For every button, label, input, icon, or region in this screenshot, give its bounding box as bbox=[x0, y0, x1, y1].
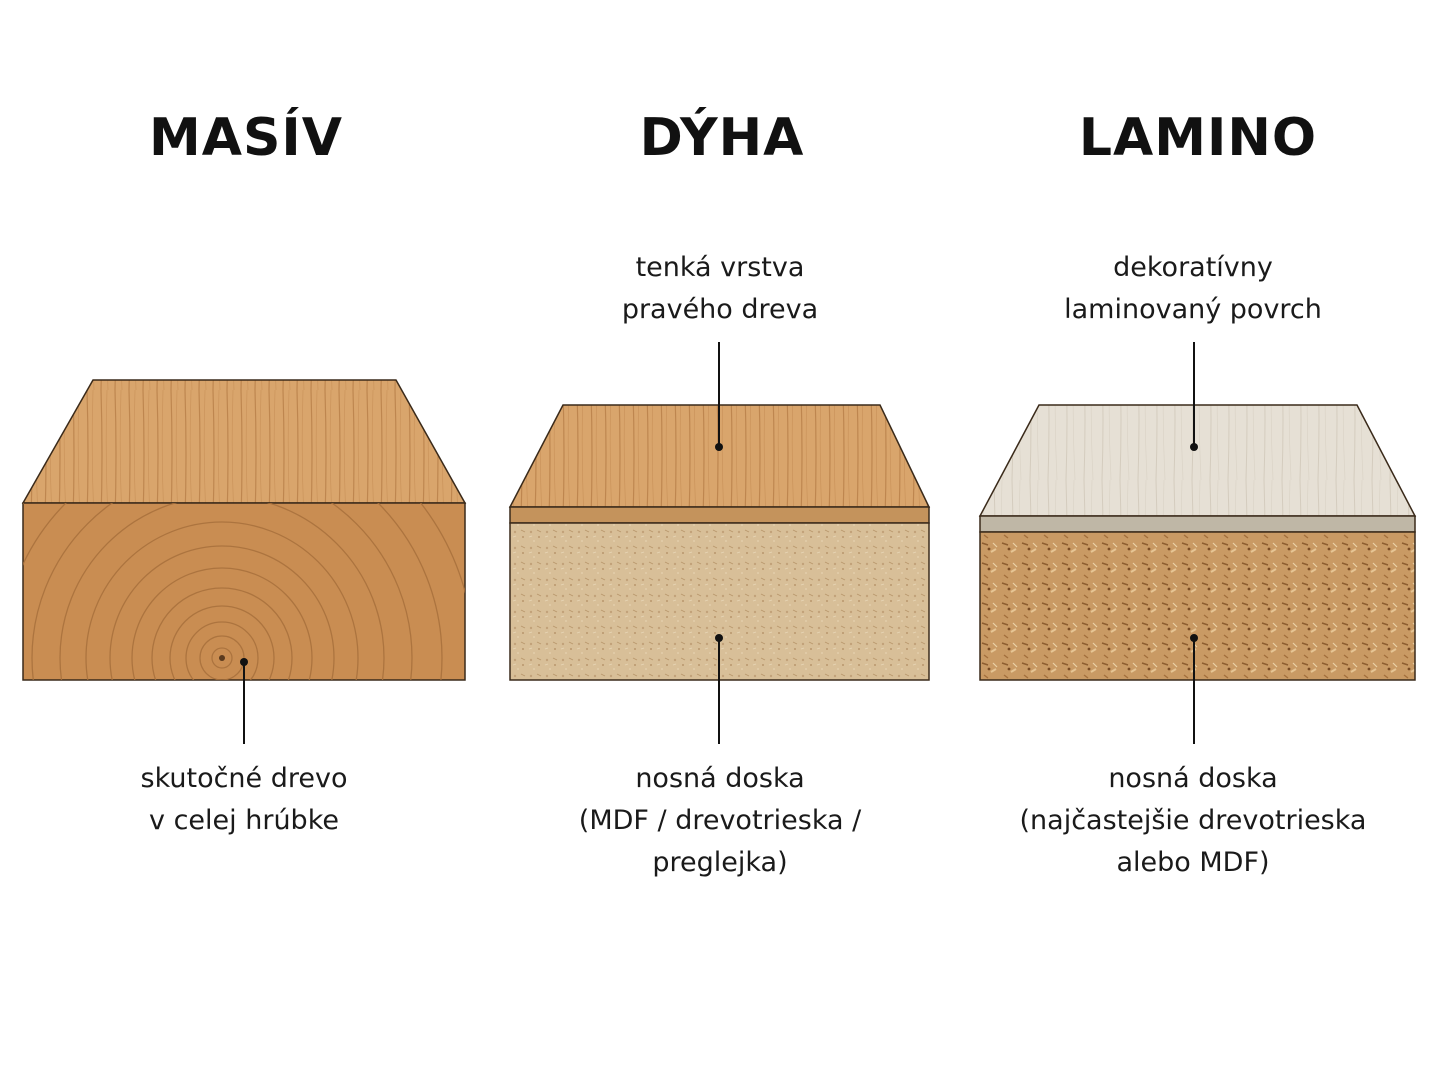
label-line: preglejka) bbox=[652, 847, 788, 878]
laminate-block bbox=[978, 404, 1417, 681]
label-laminate-core: nosná doska (najčastejšie drevotrieska a… bbox=[983, 758, 1403, 884]
label-veneer-layer: tenká vrstva pravého dreva bbox=[510, 247, 930, 331]
solid-wood-top-face bbox=[21, 379, 467, 504]
title-lamino: LAMINO bbox=[1078, 108, 1318, 168]
label-laminate-surface: dekoratívny laminovaný povrch bbox=[983, 247, 1403, 331]
laminate-top-face bbox=[978, 404, 1417, 517]
label-line: pravého dreva bbox=[621, 294, 819, 325]
solid-wood-block bbox=[21, 379, 467, 681]
label-line: nosná doska bbox=[635, 763, 805, 794]
pith-dot bbox=[219, 655, 225, 661]
leader-lines bbox=[240, 342, 1198, 744]
laminate-edge-layer bbox=[979, 515, 1416, 533]
label-line: nosná doska bbox=[1108, 763, 1278, 794]
label-line: (MDF / drevotrieska / bbox=[578, 805, 862, 836]
growth-rings bbox=[23, 503, 465, 680]
label-line: skutočné drevo bbox=[140, 763, 348, 794]
label-solid-wood: skutočné drevo v celej hrúbke bbox=[34, 758, 454, 842]
label-line: tenká vrstva bbox=[635, 252, 805, 283]
laminate-core bbox=[979, 531, 1416, 681]
label-line: laminovaný povrch bbox=[1064, 294, 1322, 325]
label-veneer-core: nosná doska (MDF / drevotrieska / pregle… bbox=[510, 758, 930, 884]
veneer-edge-layer bbox=[509, 506, 930, 524]
label-line: dekoratívny bbox=[1113, 252, 1273, 283]
label-line: v celej hrúbke bbox=[149, 805, 339, 836]
title-dyha: DÝHA bbox=[639, 108, 805, 168]
label-line: (najčastejšie drevotrieska bbox=[1019, 805, 1367, 836]
title-masiv: MASÍV bbox=[148, 108, 344, 168]
label-line: alebo MDF) bbox=[1116, 847, 1270, 878]
